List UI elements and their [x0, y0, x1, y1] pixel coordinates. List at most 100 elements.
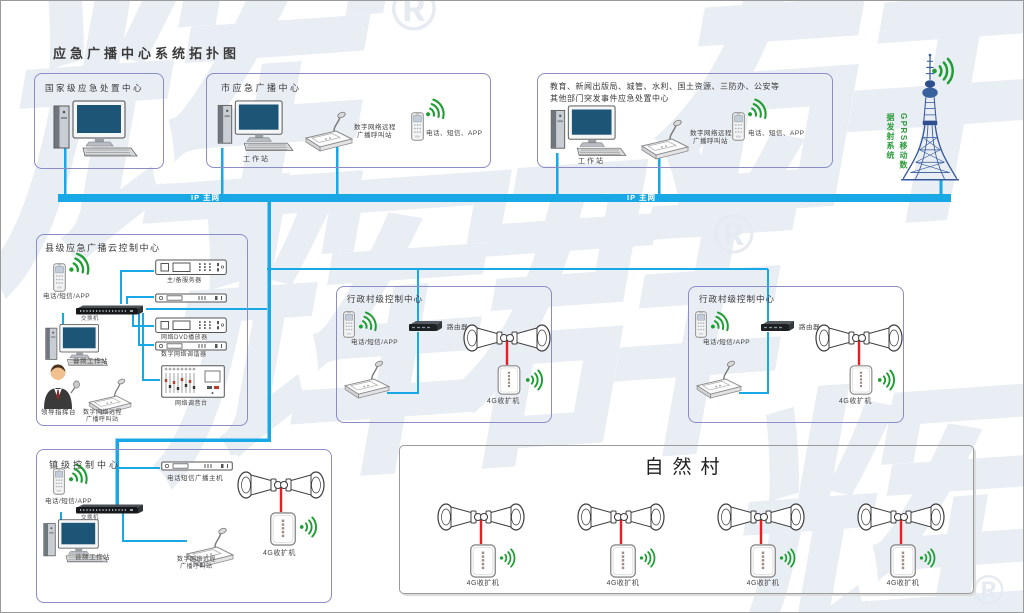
wifi-icon	[420, 94, 452, 126]
wifi-icon	[931, 57, 959, 85]
ip-backbone-bus	[58, 194, 951, 202]
box-city-center: 市应急广播中心 工作站 数字网络远程 广播呼叫站 电话、短信、APP	[206, 73, 491, 168]
wifi-icon	[877, 369, 899, 391]
switch-label: 交换机	[81, 316, 100, 322]
tuner-label: 数字网络调谐器	[161, 352, 207, 358]
wifi-icon	[353, 307, 384, 338]
router-icon	[759, 320, 795, 333]
phone-icon	[343, 311, 355, 338]
watermark-reg: ®	[391, 0, 437, 44]
box-title: 县级应急广播云控制中心	[45, 243, 161, 253]
call-station-label: 数字网络远程	[177, 557, 217, 563]
workstation-label: 工作站	[578, 158, 605, 165]
box-village-center-2: 行政村级控制中心 电话/短信/APP 路由器 4G收扩机	[688, 286, 904, 423]
4g-amp-icon	[609, 544, 637, 578]
phone-label: 电话/短信/APP	[43, 293, 91, 300]
router-icon	[407, 320, 443, 333]
ip-backbone-label: IP 主网	[627, 193, 657, 202]
amp-unit: 4G收扩机	[847, 502, 959, 594]
amp-unit: 4G收扩机	[427, 502, 539, 594]
4g-amp-icon	[847, 365, 875, 395]
4g-amp-label: 4G收扩机	[886, 580, 920, 587]
box-title: 行政村级控制中心	[347, 294, 424, 304]
wifi-icon	[639, 548, 659, 568]
box-town-center: 镇级控制中心 电话/短信/APP 电话短信广播主机 交换机 音频工作站 数字网络…	[36, 449, 332, 603]
call-station-label: 广播呼叫站	[180, 564, 213, 570]
router-label: 路由器	[447, 324, 468, 331]
call-station-label: 广播呼叫站	[357, 132, 392, 139]
box-title: 自然村	[644, 457, 729, 478]
router-label: 路由器	[799, 324, 820, 331]
gprs-label-col1: GPRS移动数	[899, 113, 908, 171]
4g-amp-icon	[495, 365, 523, 395]
4g-amp-label: 4G收扩机	[263, 550, 296, 557]
4g-amp-label: 4G收扩机	[606, 580, 640, 587]
box-title: 行政村级控制中心	[699, 294, 776, 304]
wifi-icon	[919, 548, 939, 568]
box-title: 国家级应急处置中心	[45, 83, 145, 93]
4g-amp-label: 4G收扩机	[466, 580, 500, 587]
phone-label: 电话/短信/APP	[45, 498, 93, 505]
box-title: 镇级控制中心	[49, 460, 122, 470]
call-station-label: 广播呼叫站	[86, 417, 119, 423]
phone-label: 电话、短信、APP	[426, 130, 483, 137]
wifi-icon	[779, 548, 799, 568]
4g-amp-label: 4G收扩机	[487, 398, 520, 405]
leader-person-icon	[43, 363, 81, 409]
wifi-icon	[525, 369, 547, 391]
4g-amp-icon	[889, 544, 917, 578]
box-title: 其他部门突发事件应急处置中心	[550, 94, 669, 103]
leader-label: 领导指挥台	[41, 409, 76, 416]
phone-icon	[732, 112, 745, 141]
call-station-label: 数字网络远程	[83, 410, 123, 416]
sms-broadcast-host-icon	[161, 461, 233, 471]
wifi-icon	[742, 94, 774, 126]
phone-label: 电话/短信/APP	[351, 339, 399, 346]
box-national-center: 国家级应急处置中心	[34, 73, 164, 169]
workstation-label: 音频工作站	[75, 554, 110, 561]
mixer-icon	[161, 365, 225, 398]
pc-icon	[217, 100, 295, 154]
call-station-label: 数字网络远程	[354, 124, 396, 131]
amp-unit: 4G收扩机	[707, 502, 819, 594]
box-natural-village: 自然村 4G收扩机 4G收扩机 4G收扩机 4G收扩机	[399, 445, 974, 594]
wifi-icon	[299, 516, 321, 538]
horn-speakers-icon	[437, 502, 525, 544]
dvd-player-icon	[155, 317, 227, 334]
server-label: 主/备服务器	[167, 278, 202, 284]
sms-broadcast-host-label: 电话短信广播主机	[167, 475, 223, 482]
phone-icon	[695, 311, 707, 338]
pc-icon	[53, 100, 139, 160]
horn-speakers-icon	[717, 502, 805, 544]
phone-label: 电话、短信、APP	[748, 130, 805, 137]
4g-amp-label: 4G收扩机	[746, 580, 780, 587]
call-station-label: 数字网络远程	[690, 130, 732, 137]
watermark-reg: ®	[973, 566, 1004, 613]
4g-amp-icon	[469, 544, 497, 578]
box-village-center-1: 行政村级控制中心 电话/短信/APP 路由器 4G收扩机	[336, 286, 552, 423]
wifi-icon	[499, 548, 519, 568]
amp-unit: 4G收扩机	[567, 502, 679, 594]
4g-amp-icon	[749, 544, 777, 578]
pc-icon	[550, 105, 628, 159]
switch-label: 交换机	[81, 515, 100, 521]
watermark-reg: ®	[713, 202, 755, 265]
gprs-label-col2: 据发射系统	[886, 113, 895, 161]
dvd-label: 网络DVD播放器	[161, 335, 208, 341]
box-departments-center: 教育、新闻出版局、城管、水利、国土资源、三防办、公安等 其他部门突发事件应急处置…	[537, 73, 833, 168]
call-station-icon	[343, 359, 393, 399]
4g-amp-label: 4G收扩机	[839, 398, 872, 405]
4g-amp-icon	[269, 512, 297, 546]
call-station-label: 广播呼叫站	[693, 138, 728, 145]
horn-speakers-icon	[237, 470, 325, 512]
call-station-icon	[304, 110, 356, 152]
horn-speakers-icon	[463, 323, 551, 365]
horn-speakers-icon	[857, 502, 945, 544]
server-icon	[155, 259, 227, 276]
horn-speakers-icon	[577, 502, 665, 544]
tuner-icon	[155, 341, 227, 351]
wifi-icon	[705, 307, 736, 338]
ip-backbone-label: IP 主网	[191, 193, 221, 202]
